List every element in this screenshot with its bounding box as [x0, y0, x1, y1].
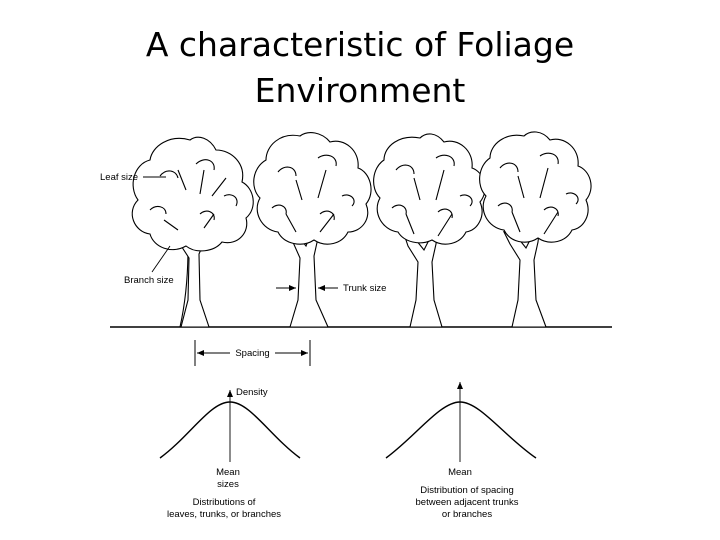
right-caption-line3: or branches — [442, 509, 492, 520]
title-line-1: A characteristic of Foliage — [145, 25, 575, 64]
tree-1-illustration — [131, 136, 254, 328]
right-caption-line1: Distribution of spacing — [420, 485, 513, 496]
mean-sizes-label-line2: sizes — [217, 479, 239, 490]
size-distribution-curve — [159, 390, 301, 462]
title-line-2: Environment — [254, 71, 466, 110]
tree-2-illustration — [253, 132, 372, 328]
left-caption-line2: leaves, trunks, or branches — [167, 509, 281, 520]
slide-title: A characteristic of Foliage Environment — [60, 22, 660, 114]
density-axis-label: Density — [236, 387, 268, 398]
spacing-label: Spacing — [235, 348, 269, 359]
branch-size-label: Branch size — [124, 275, 174, 286]
trunk-size-label: Trunk size — [343, 283, 386, 294]
spacing-distribution-curve — [385, 382, 537, 462]
mean-sizes-label-line1: Mean — [216, 467, 240, 478]
right-mean-label: Mean — [448, 467, 472, 478]
left-caption-line1: Distributions of — [193, 497, 256, 508]
leaf-size-label: Leaf size — [100, 172, 138, 183]
tree-3-illustration — [373, 133, 486, 328]
branch-size-pointer — [151, 245, 171, 273]
tree-4-illustration — [479, 131, 592, 328]
right-caption-line2: between adjacent trunks — [416, 497, 519, 508]
right-bell-curve — [385, 401, 537, 459]
